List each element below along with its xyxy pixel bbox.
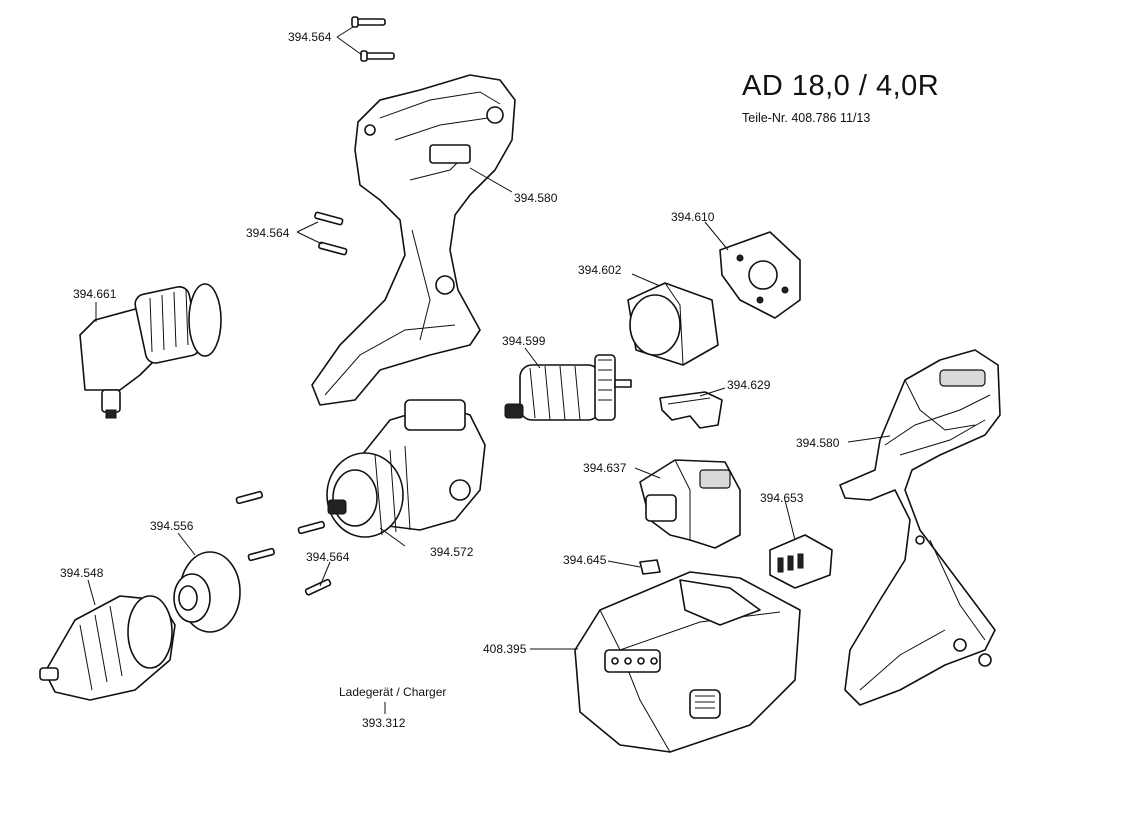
label-coupling: 394.556 <box>150 519 194 533</box>
gearbox-part <box>326 399 486 538</box>
screw-part <box>235 490 332 596</box>
end-plate-part <box>719 231 801 319</box>
leader-lines <box>87 26 891 714</box>
screw-part <box>351 16 386 28</box>
label-charger-number: 393.312 <box>362 716 406 730</box>
chuck-part <box>39 595 176 701</box>
label-magnet-ring: 394.602 <box>578 263 622 277</box>
coupling-part <box>173 551 241 633</box>
label-screws-mid: 394.564 <box>246 226 290 240</box>
label-battery: 408.395 <box>483 642 527 656</box>
label-gearbox: 394.572 <box>430 545 474 559</box>
label-angle-head: 394.661 <box>73 287 117 301</box>
page-title: AD 18,0 / 4,0R <box>742 70 940 102</box>
label-terminal: 394.653 <box>760 491 804 505</box>
label-armature: 394.599 <box>502 334 546 348</box>
label-screws-top: 394.564 <box>288 30 332 44</box>
label-charger-name: Ladegerät / Charger <box>339 685 447 699</box>
terminal-part <box>769 534 833 589</box>
pad-part <box>639 559 661 575</box>
part-number-subtitle: Teile-Nr. 408.786 11/13 <box>742 111 871 125</box>
label-switch-lever: 394.629 <box>727 378 771 392</box>
label-screws-low: 394.564 <box>306 550 350 564</box>
housing-right-part <box>839 349 1001 706</box>
housing-left-part <box>311 74 516 406</box>
magnet-ring-part <box>627 282 719 366</box>
screw-part <box>360 50 395 62</box>
angle-head-part <box>79 283 222 419</box>
label-chuck: 394.548 <box>60 566 104 580</box>
armature-part <box>504 354 632 421</box>
label-pad: 394.645 <box>563 553 607 567</box>
label-end-plate: 394.610 <box>671 210 715 224</box>
label-trigger-switch: 394.637 <box>583 461 627 475</box>
screw-part <box>314 211 348 256</box>
label-housing-right: 394.580 <box>796 436 840 450</box>
label-housing-left: 394.580 <box>514 191 558 205</box>
trigger-switch-part <box>639 459 741 549</box>
battery-part <box>574 571 801 753</box>
switch-lever-part <box>659 391 723 429</box>
